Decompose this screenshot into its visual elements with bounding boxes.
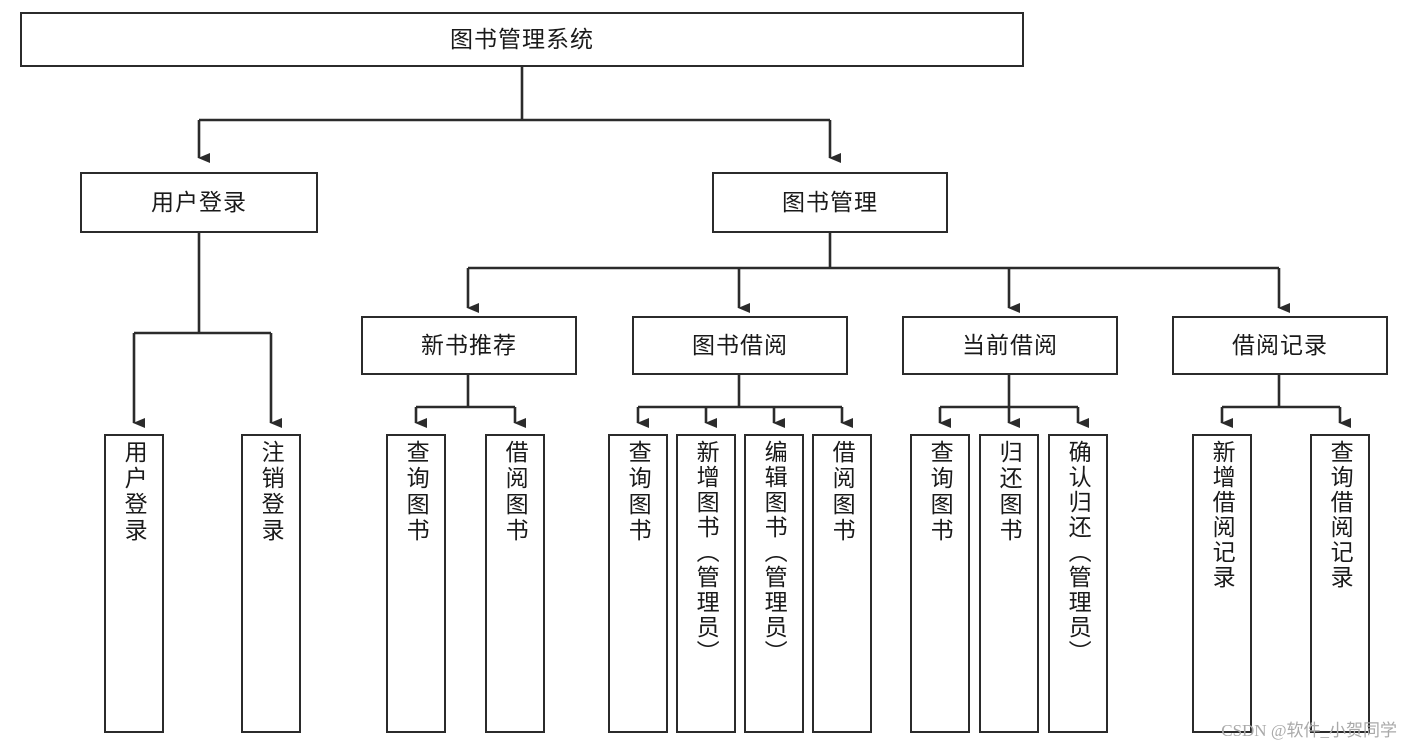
node-label: 借阅记录 <box>1232 331 1328 358</box>
leaf-book-borrow-query-book[interactable]: 查询图书 <box>608 434 668 733</box>
leaf-user-login-login[interactable]: 用户登录 <box>104 434 164 733</box>
node-label: 用户登录 <box>151 188 247 215</box>
leaf-book-borrow-edit-book-admin[interactable]: 编辑图书（管理员） <box>744 434 804 733</box>
node-borrow-record[interactable]: 借阅记录 <box>1172 316 1388 375</box>
leaf-book-borrow-borrow-book[interactable]: 借阅图书 <box>812 434 872 733</box>
leaf-new-book-query-book[interactable]: 查询图书 <box>386 434 446 733</box>
leaf-current-borrow-confirm-return-admin[interactable]: 确认归还（管理员） <box>1048 434 1108 733</box>
node-label: 查询借阅记录 <box>1327 440 1354 590</box>
node-user-login[interactable]: 用户登录 <box>80 172 318 233</box>
node-label: 新增图书（管理员） <box>693 440 720 665</box>
node-label: 借阅图书 <box>502 440 529 544</box>
leaf-current-borrow-return-book[interactable]: 归还图书 <box>979 434 1039 733</box>
node-root-system[interactable]: 图书管理系统 <box>20 12 1024 67</box>
node-new-book-recommendation[interactable]: 新书推荐 <box>361 316 577 375</box>
node-label: 新增借阅记录 <box>1209 440 1236 590</box>
node-current-borrow[interactable]: 当前借阅 <box>902 316 1118 375</box>
leaf-book-borrow-add-book-admin[interactable]: 新增图书（管理员） <box>676 434 736 733</box>
node-label: 查询图书 <box>927 440 954 544</box>
node-label: 注销登录 <box>258 440 285 544</box>
node-label: 当前借阅 <box>962 331 1058 358</box>
node-label: 查询图书 <box>625 440 652 544</box>
leaf-user-login-logout[interactable]: 注销登录 <box>241 434 301 733</box>
node-label: 编辑图书（管理员） <box>761 440 788 665</box>
node-label: 归还图书 <box>996 440 1023 544</box>
node-label: 用户登录 <box>121 440 148 544</box>
node-label: 查询图书 <box>403 440 430 544</box>
node-book-manage[interactable]: 图书管理 <box>712 172 948 233</box>
node-label: 确认归还（管理员） <box>1065 440 1092 665</box>
node-label: 图书管理系统 <box>450 25 594 52</box>
watermark-text: CSDN @软件_小贺同学 <box>1221 721 1397 740</box>
node-label: 借阅图书 <box>829 440 856 544</box>
leaf-borrow-record-add-record[interactable]: 新增借阅记录 <box>1192 434 1252 733</box>
leaf-borrow-record-query-record[interactable]: 查询借阅记录 <box>1310 434 1370 733</box>
leaf-current-borrow-query-book[interactable]: 查询图书 <box>910 434 970 733</box>
leaf-new-book-borrow-book[interactable]: 借阅图书 <box>485 434 545 733</box>
node-book-borrow[interactable]: 图书借阅 <box>632 316 848 375</box>
node-label: 图书借阅 <box>692 331 788 358</box>
node-label: 新书推荐 <box>421 331 517 358</box>
node-label: 图书管理 <box>782 188 878 215</box>
